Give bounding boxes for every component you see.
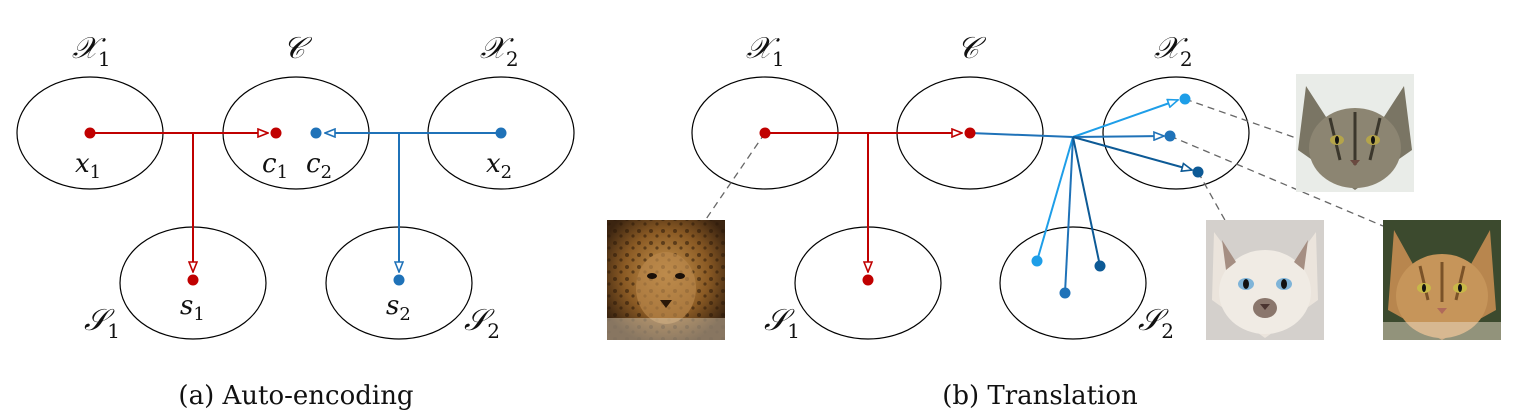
line-junction-to-s2-dark [1072, 136, 1101, 267]
caption-b: (b) Translation [942, 381, 1138, 411]
point-b-x2-mid [1164, 130, 1176, 142]
dashed-link-leopard [703, 132, 766, 223]
point-x2 [495, 127, 507, 139]
set-label-s2: 𝒮2 [464, 303, 500, 343]
ellipse-b-x2 [1102, 76, 1250, 190]
line-c-to-junction [969, 132, 1074, 138]
dashed-link-orange [1169, 135, 1384, 227]
point-b-s2-dark [1094, 260, 1106, 272]
label-c1: c1 [262, 149, 288, 183]
cat-siamese-image [1206, 220, 1324, 340]
caption-a: (a) Auto-encoding [178, 381, 413, 411]
point-b-x1 [759, 127, 771, 139]
point-s2 [393, 274, 405, 286]
point-b-x2-dark [1192, 166, 1204, 178]
arrow-junction-to-x2-dark [1072, 136, 1192, 170]
set-label-b-s2: 𝒮2 [1138, 303, 1174, 343]
label-c2: c2 [306, 149, 332, 183]
point-c2 [310, 127, 322, 139]
point-s1 [187, 274, 199, 286]
set-label-b-s1: 𝒮1 [764, 303, 800, 343]
set-label-s1: 𝒮1 [84, 303, 120, 343]
dashed-link-tabby [1184, 98, 1297, 139]
set-label-b-x2: 𝒳2 [1154, 31, 1193, 71]
ellipse-b-s2 [999, 226, 1147, 340]
set-label-x1: 𝒳1 [72, 31, 111, 71]
arrow-junction-to-x2-light [1072, 100, 1178, 138]
set-label-b-x1: 𝒳1 [746, 31, 785, 71]
point-b-c [964, 127, 976, 139]
set-label-b-c: 𝒞 [957, 31, 987, 66]
line-junction-to-s2-light [1036, 136, 1074, 262]
point-b-s1 [862, 274, 874, 286]
cat-tabby-image [1296, 74, 1414, 192]
point-b-s2-light [1031, 255, 1043, 267]
panel-a: 𝒳1 𝒞 𝒳2 𝒮1 𝒮2 x1 c1 c2 x2 s1 s2 (a) Auto… [16, 31, 575, 411]
point-c1 [270, 127, 282, 139]
dashed-link-siamese [1197, 171, 1227, 223]
point-b-x2-light [1179, 93, 1191, 105]
panel-b: 𝒳1 𝒞 𝒳2 𝒮1 𝒮2 [607, 31, 1501, 411]
cat-orange-image [1383, 220, 1501, 340]
label-s1: s1 [180, 291, 205, 325]
leopard-image [607, 220, 725, 340]
label-x2: x2 [486, 149, 512, 183]
point-x1 [84, 127, 96, 139]
label-x1: x1 [75, 149, 101, 183]
point-b-s2-mid [1059, 287, 1071, 299]
arrow-junction-to-x2-mid [1072, 136, 1164, 137]
set-label-c: 𝒞 [283, 31, 313, 66]
label-s2: s2 [386, 291, 411, 325]
line-junction-to-s2-mid [1064, 136, 1074, 294]
set-label-x2: 𝒳2 [480, 31, 519, 71]
